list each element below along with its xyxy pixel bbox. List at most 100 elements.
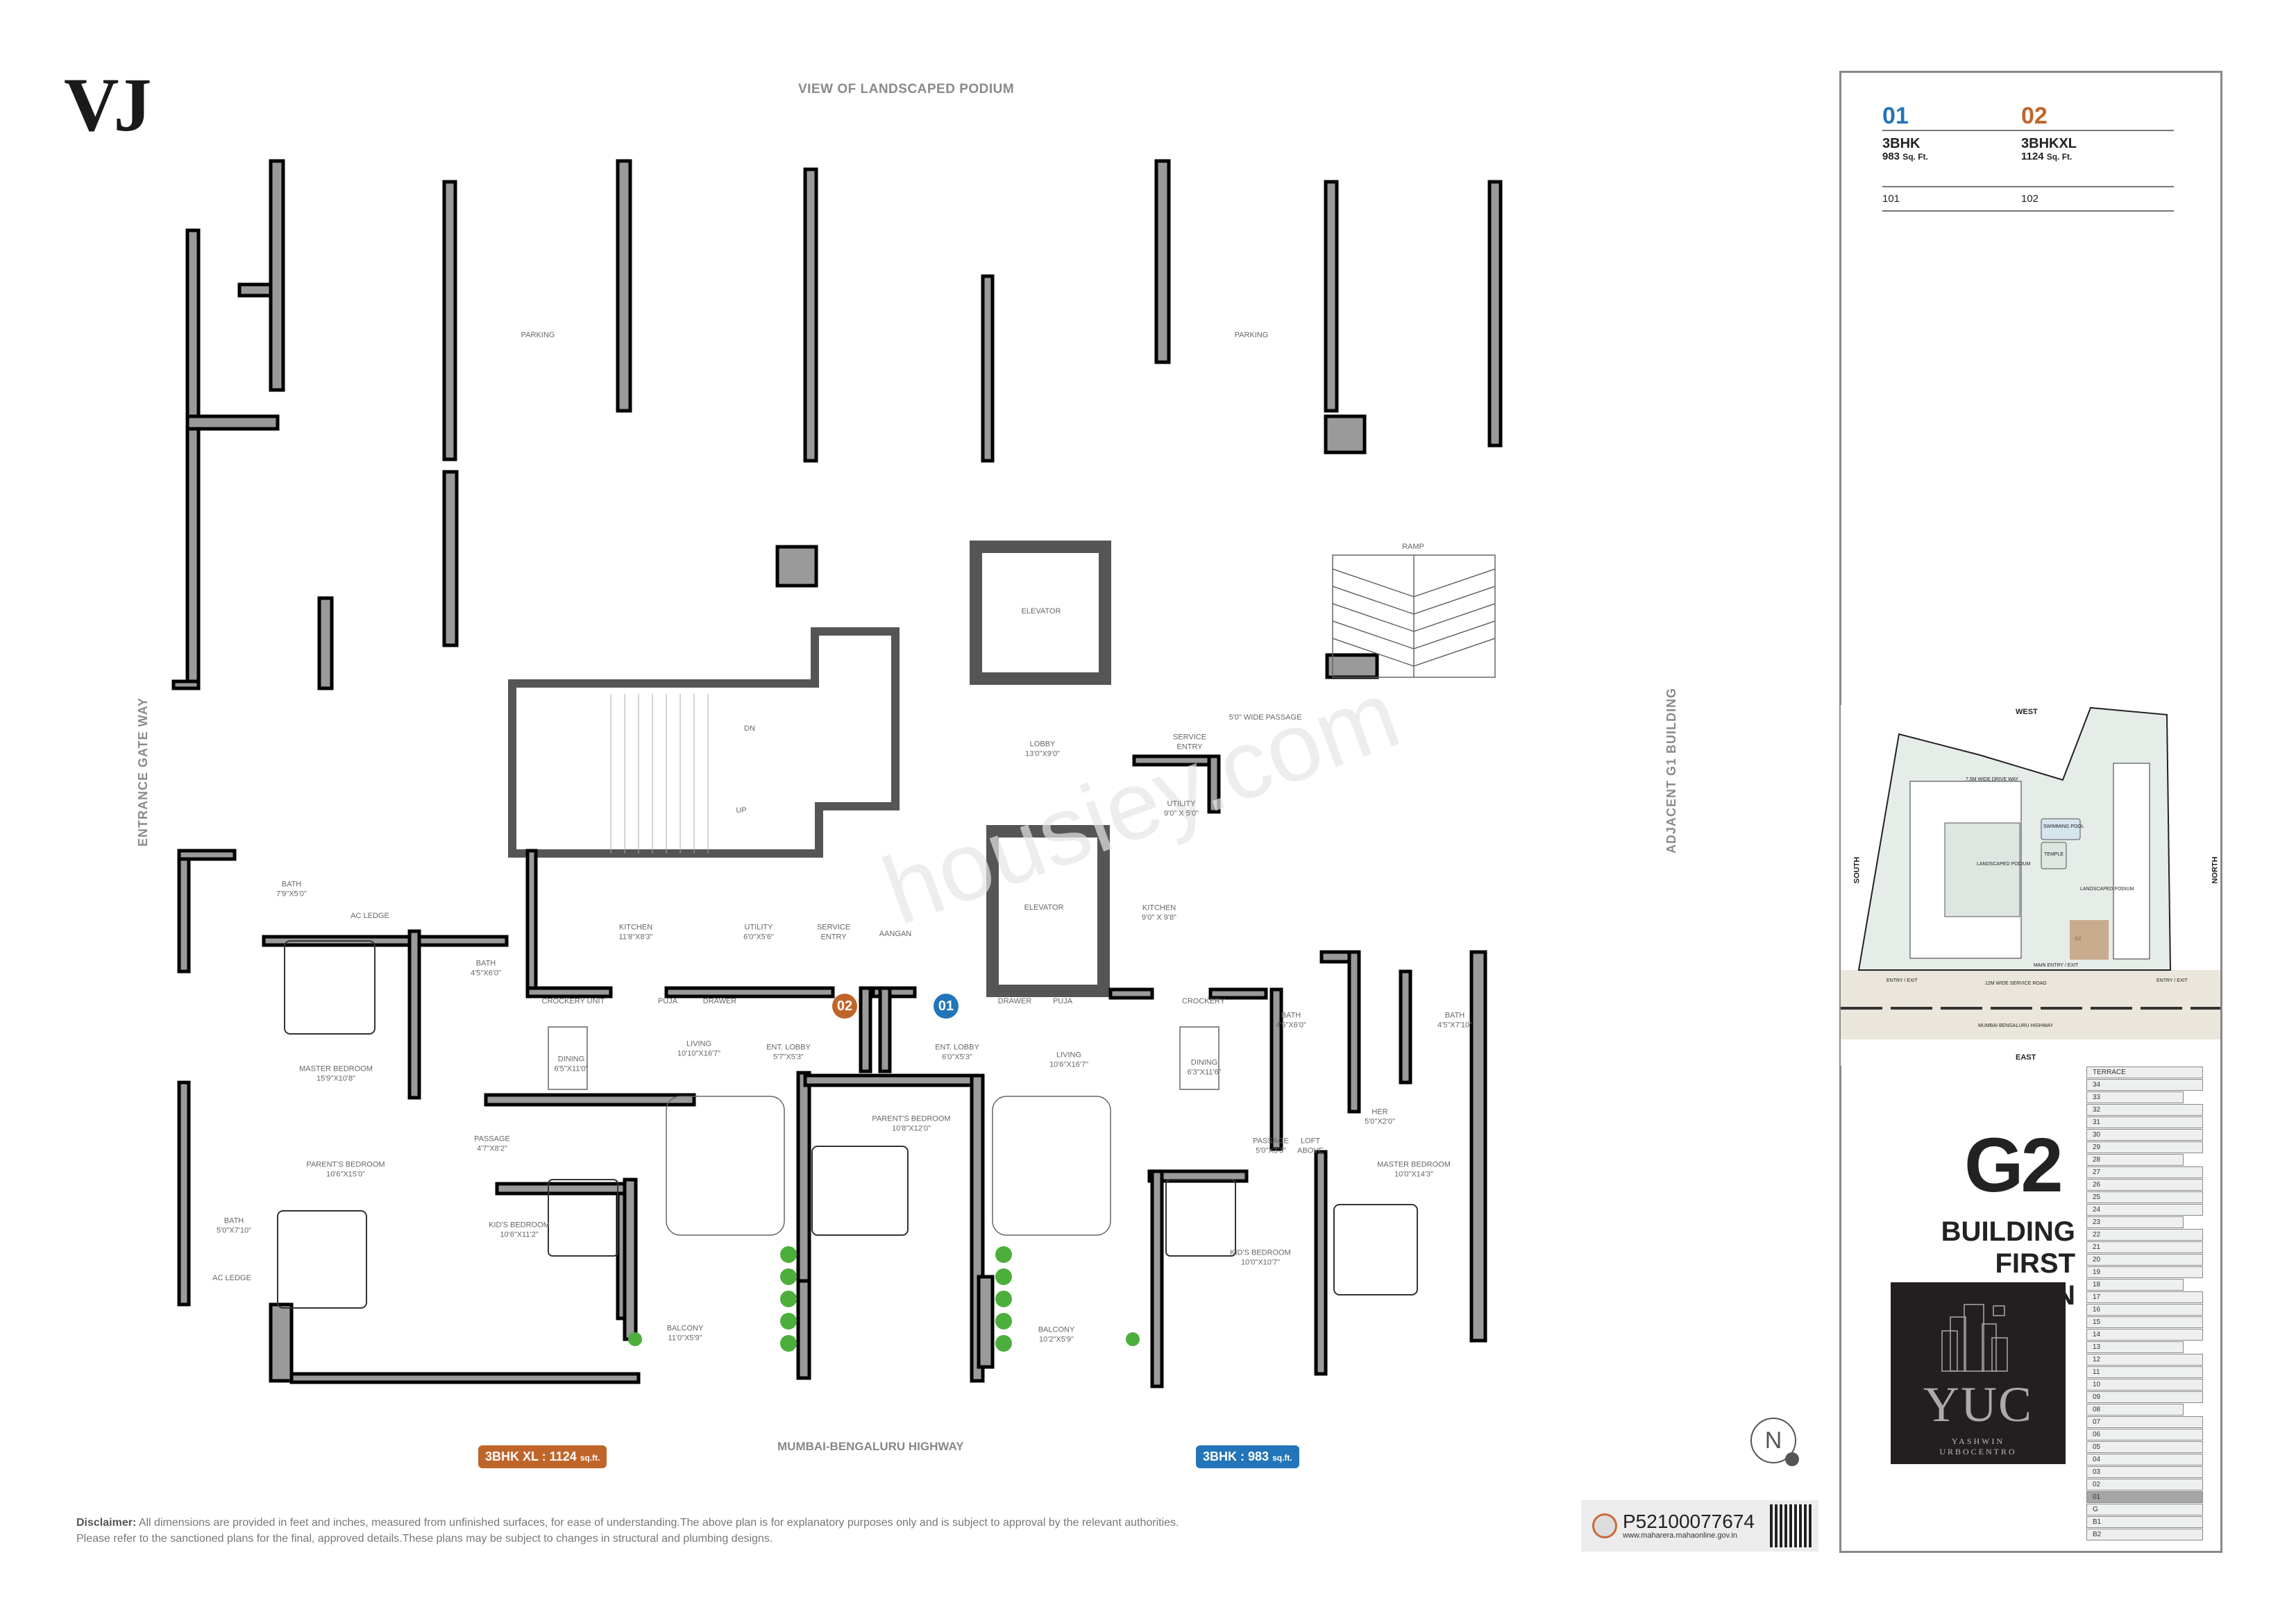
parking-left-label: PARKING <box>521 330 555 339</box>
site-plan: WEST EAST SOUTH NORTH 7.5M WIDE DRIVE WA… <box>1841 705 2220 1066</box>
floor-row: 16 <box>2086 1304 2203 1316</box>
floor-row: 21 <box>2086 1241 2203 1253</box>
building-code: G2 <box>1964 1123 2063 1208</box>
floor-row: B2 <box>2086 1529 2203 1540</box>
floor-row: TERRACE <box>2086 1067 2203 1078</box>
rera-badge: P52100077674 www.maharera.mahaonline.gov… <box>1581 1500 1818 1552</box>
skyline-icon <box>1941 1304 2008 1372</box>
floor-row: 22 <box>2086 1229 2203 1241</box>
room-label: DRAWER <box>702 996 737 1005</box>
flat-102: 102 <box>2021 193 2039 205</box>
dir-east: EAST <box>2016 1053 2036 1062</box>
floor-row: 09 <box>2086 1391 2203 1403</box>
room-label: AC LEDGE <box>212 1273 251 1282</box>
site-highway-label: MUMBAI BENGALURU HIGHWAY <box>1978 1023 2054 1028</box>
floor-row: 27 <box>2086 1166 2203 1178</box>
dir-north: NORTH <box>2211 856 2220 884</box>
floor-row: 05 <box>2086 1441 2203 1453</box>
floor-row: 30 <box>2086 1129 2203 1141</box>
floor-row: 04 <box>2086 1454 2203 1465</box>
qr-code-icon[interactable] <box>1770 1504 1813 1547</box>
floor-row: 32 <box>2086 1104 2203 1116</box>
pool-label: SWIMMING POOL <box>2043 824 2084 829</box>
floor-row: 34 <box>2086 1079 2203 1091</box>
floor-row: 03 <box>2086 1466 2203 1478</box>
room-label: AC LEDGE <box>351 911 389 920</box>
entry-right-label: ENTRY / EXIT <box>2156 978 2188 983</box>
room-label: CROCKERY UNIT <box>541 996 605 1005</box>
floor-row: 02 <box>2086 1479 2203 1490</box>
ramp-label: RAMP <box>1402 542 1424 551</box>
floor-row: 20 <box>2086 1254 2203 1266</box>
passage-label: 5'0" WIDE PASSAGE <box>1229 713 1302 722</box>
dir-west: WEST <box>2016 708 2038 716</box>
stair-up-label: UP <box>736 806 747 815</box>
room-label: AANGAN <box>879 929 912 938</box>
view-label: VIEW OF LANDSCAPED PODIUM <box>798 82 1015 96</box>
dir-south: SOUTH <box>1852 856 1862 884</box>
room-label: PUJA <box>657 996 678 1005</box>
parking-right-label: PARKING <box>1234 330 1269 339</box>
floor-row: 10 <box>2086 1379 2203 1391</box>
rera-url[interactable]: www.maharera.mahaonline.gov.in <box>1623 1531 1737 1540</box>
floor-row: 28 <box>2086 1154 2184 1166</box>
elevator-top-label: ELEVATOR <box>1021 606 1061 615</box>
disclaimer: Disclaimer: All dimensions are provided … <box>76 1517 1179 1545</box>
unit-02-legend: 3BHK XL : 1124 sq.ft. <box>478 1445 607 1468</box>
room-label: CROCKERY <box>1181 996 1226 1005</box>
unit-01-legend: 3BHK : 983 sq.ft. <box>1196 1445 1299 1468</box>
podium-label-1: LANDSCAPED PODIUM <box>1977 862 2031 867</box>
info-panel <box>1839 71 2222 1553</box>
main-entry-label: MAIN ENTRY / EXIT <box>2034 963 2079 968</box>
room-label: DRAWER <box>997 996 1032 1005</box>
floor-row: G <box>2086 1504 2203 1515</box>
service-road-label: 12M WIDE SERVICE ROAD <box>1985 981 2047 986</box>
floor-row: 26 <box>2086 1179 2203 1191</box>
floor-row: 08 <box>2086 1404 2184 1416</box>
unit-02-badge[interactable]: 02 <box>832 994 857 1019</box>
temple-label: TEMPLE <box>2044 852 2064 857</box>
unit-01-badge[interactable]: 01 <box>934 994 959 1019</box>
stair-dn-label: DN <box>744 724 755 733</box>
floor-row: 12 <box>2086 1354 2203 1366</box>
elevator-main-label: ELEVATOR <box>1024 903 1064 912</box>
floor-row: 25 <box>2086 1191 2203 1203</box>
unit-col-01: 01 <box>1882 103 1909 129</box>
rera-seal-icon <box>1592 1513 1617 1538</box>
north-compass-icon: N <box>1750 1418 1799 1466</box>
floor-row: 11 <box>2086 1366 2203 1378</box>
floor-row: 15 <box>2086 1316 2203 1328</box>
floor-row: 06 <box>2086 1429 2203 1441</box>
floor-row: 29 <box>2086 1141 2203 1153</box>
floor-row: 17 <box>2086 1291 2203 1303</box>
rera-number: P52100077674 <box>1623 1511 1755 1532</box>
floor-row: 19 <box>2086 1266 2203 1278</box>
